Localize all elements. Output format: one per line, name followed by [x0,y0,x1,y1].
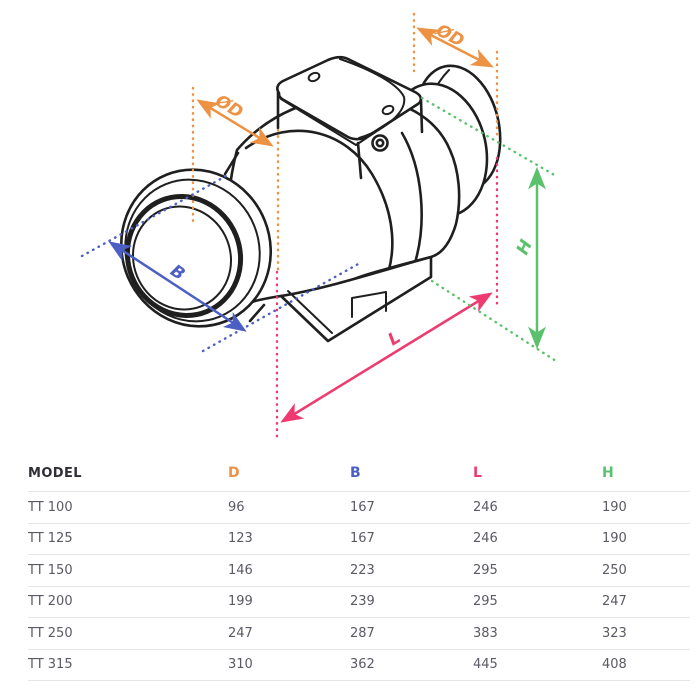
dim-label-d-right: ØD [432,20,468,52]
dim-label-l: L [385,327,405,350]
table-cell-d: 96 [228,499,245,515]
table-cell-h: 323 [602,625,627,641]
table-row: TT 125 123 167 246 190 [28,524,690,555]
dim-label-h: H [513,237,537,258]
table-header-cell-d: D [228,465,240,481]
table-row: TT 150 146 223 295 250 [28,555,690,587]
table-cell-l: 295 [473,562,498,578]
table-cell-b: 167 [350,531,375,547]
table-cell-l: 246 [473,499,498,515]
table-cell-b: 287 [350,625,375,641]
table-cell-d: 310 [228,657,253,673]
table-cell-l: 246 [473,531,498,547]
dimensions-table: MODEL D B L H TT 100 96 167 246 190 TT 125 123 167 2… [28,455,690,681]
table-cell-h: 408 [602,657,627,673]
lid-screw-1 [307,71,321,83]
table-cell-d: 146 [228,562,253,578]
extension-line [80,174,228,258]
table-cell-b: 362 [350,657,375,673]
table-cell-model: TT 315 [28,657,73,673]
table-row: TT 200 199 239 295 247 [28,587,690,618]
fan-illustration [119,55,502,343]
table-cell-model: TT 150 [28,562,73,578]
table-cell-h: 190 [602,531,627,547]
dim-arrow-b [108,241,247,332]
table-cell-h: 250 [602,562,627,578]
table-cell-h: 190 [602,499,627,515]
extension-line [430,279,558,363]
table-cell-d: 123 [228,531,253,547]
table-body: TT 100 96 167 246 190 TT 125 123 167 246 190 TT 15… [28,492,690,681]
table-cell-h: 247 [602,594,627,610]
table-header-cell-l: L [473,465,482,481]
table-cell-b: 239 [350,594,375,610]
table-cell-model: TT 200 [28,594,73,610]
dim-arrow-d-left [196,99,274,147]
table-cell-d: 247 [228,625,253,641]
table-cell-model: TT 100 [28,499,73,515]
rear-ring-seam [400,131,423,268]
lid-screw-2 [381,104,395,116]
table-cell-model: TT 250 [28,625,73,641]
dim-arrow-l [280,292,493,423]
table-cell-l: 295 [473,594,498,610]
table-row: TT 250 247 287 383 323 [28,618,690,650]
table-header-cell-b: B [350,465,361,481]
table-row: TT 100 96 167 246 190 [28,492,690,524]
table-header-cell-h: H [602,465,614,481]
extension-line [420,96,558,178]
table-cell-model: TT 125 [28,531,73,547]
dim-label-d-left: ØD [211,91,247,123]
table-header-cell-model: MODEL [28,465,82,481]
table-cell-b: 223 [350,562,375,578]
table-cell-d: 199 [228,594,253,610]
table-cell-b: 167 [350,499,375,515]
table-cell-l: 383 [473,625,498,641]
table-row: TT 315 310 362 445 408 [28,650,690,681]
fan-dimension-diagram: ØD ØD B L [80,12,558,440]
table-header-row: MODEL D B L H [28,455,690,492]
lid-curve [339,58,406,139]
table-cell-l: 445 [473,657,498,673]
junction-box [276,55,424,180]
cable-gland [371,134,389,152]
dim-arrow-d-right [416,27,494,68]
